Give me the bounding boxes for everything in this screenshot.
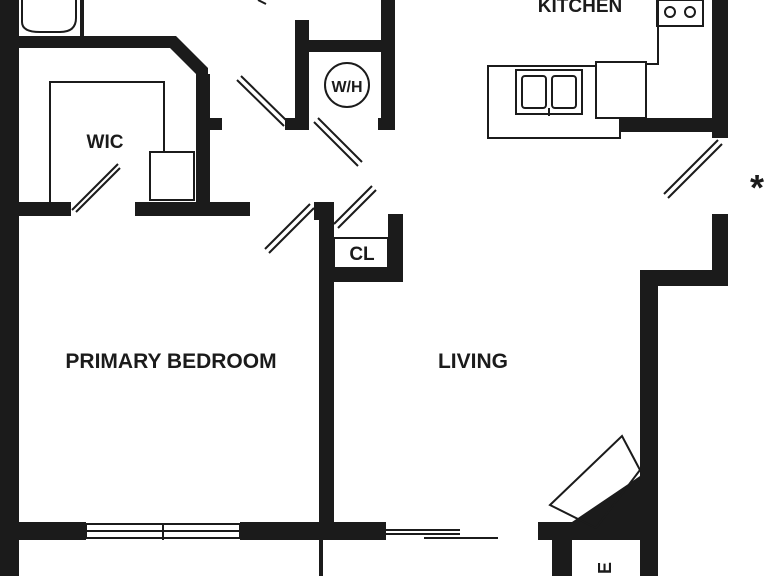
wall-wh-right (381, 0, 395, 130)
fireplace-box (548, 434, 642, 530)
wic-cabinet (149, 151, 195, 201)
wall-bottom-left (0, 522, 86, 540)
door-cl (333, 185, 377, 229)
bathtub (21, 0, 77, 33)
entry-marker: * (750, 167, 764, 208)
door-bedroom (264, 203, 315, 254)
water-heater (324, 62, 370, 108)
door-bath (236, 75, 289, 127)
wall-kitchen-bottom (620, 118, 728, 132)
wall-angled-closet (19, 36, 208, 118)
sink-basin-right (551, 75, 577, 109)
burner-1 (664, 6, 676, 18)
walls (0, 0, 728, 576)
wall-right-stub (712, 214, 728, 286)
door-top-partial (257, 0, 267, 5)
closet-label: CL (349, 244, 375, 265)
wall-partition-vertical (319, 202, 334, 538)
wall-kitchen-right (712, 0, 728, 138)
wall-wh-bottom-right (378, 118, 395, 130)
wall-left-exterior (0, 0, 19, 576)
cooktop (656, 0, 704, 27)
wall-wh-left (295, 20, 309, 130)
sink-basin-left (521, 75, 547, 109)
wic-label: WIC (87, 132, 124, 153)
fireplace-hearth (572, 476, 640, 522)
closet-outline (333, 237, 389, 269)
burner-2 (684, 6, 696, 18)
partial-room-label: E (595, 562, 615, 574)
primary-bedroom-label: PRIMARY BEDROOM (65, 350, 276, 373)
kitchen-label: KITCHEN (538, 0, 622, 17)
water-heater-label: W/H (331, 79, 362, 96)
wall-wic-bottom-right (135, 202, 250, 216)
wall-right-horizontal (640, 270, 728, 286)
wall-bottom-stub (319, 540, 323, 576)
kitchen-counter (487, 0, 659, 139)
wall-wh-top (295, 40, 385, 52)
living-label: LIVING (438, 350, 508, 373)
wall-cl-bottom (334, 268, 403, 282)
doors (71, 0, 723, 254)
wall-wic-bottom-left (19, 202, 71, 216)
wall-bottom-mid (240, 522, 386, 540)
kitchen-counter-box (595, 61, 647, 119)
wall-fireplace-corner (552, 522, 572, 576)
wall-bath-stub (80, 0, 84, 36)
wall-wh-bottom-left (285, 118, 309, 130)
wall-right-vertical (640, 270, 658, 576)
wall-cl-right (388, 214, 403, 282)
wall-closet-stub (210, 118, 222, 130)
wic-shelf (49, 81, 165, 202)
door-wh (313, 117, 363, 167)
fixtures (21, 0, 704, 540)
wall-closet-right (196, 74, 210, 202)
door-wic (71, 163, 121, 213)
door-entry (663, 139, 723, 199)
